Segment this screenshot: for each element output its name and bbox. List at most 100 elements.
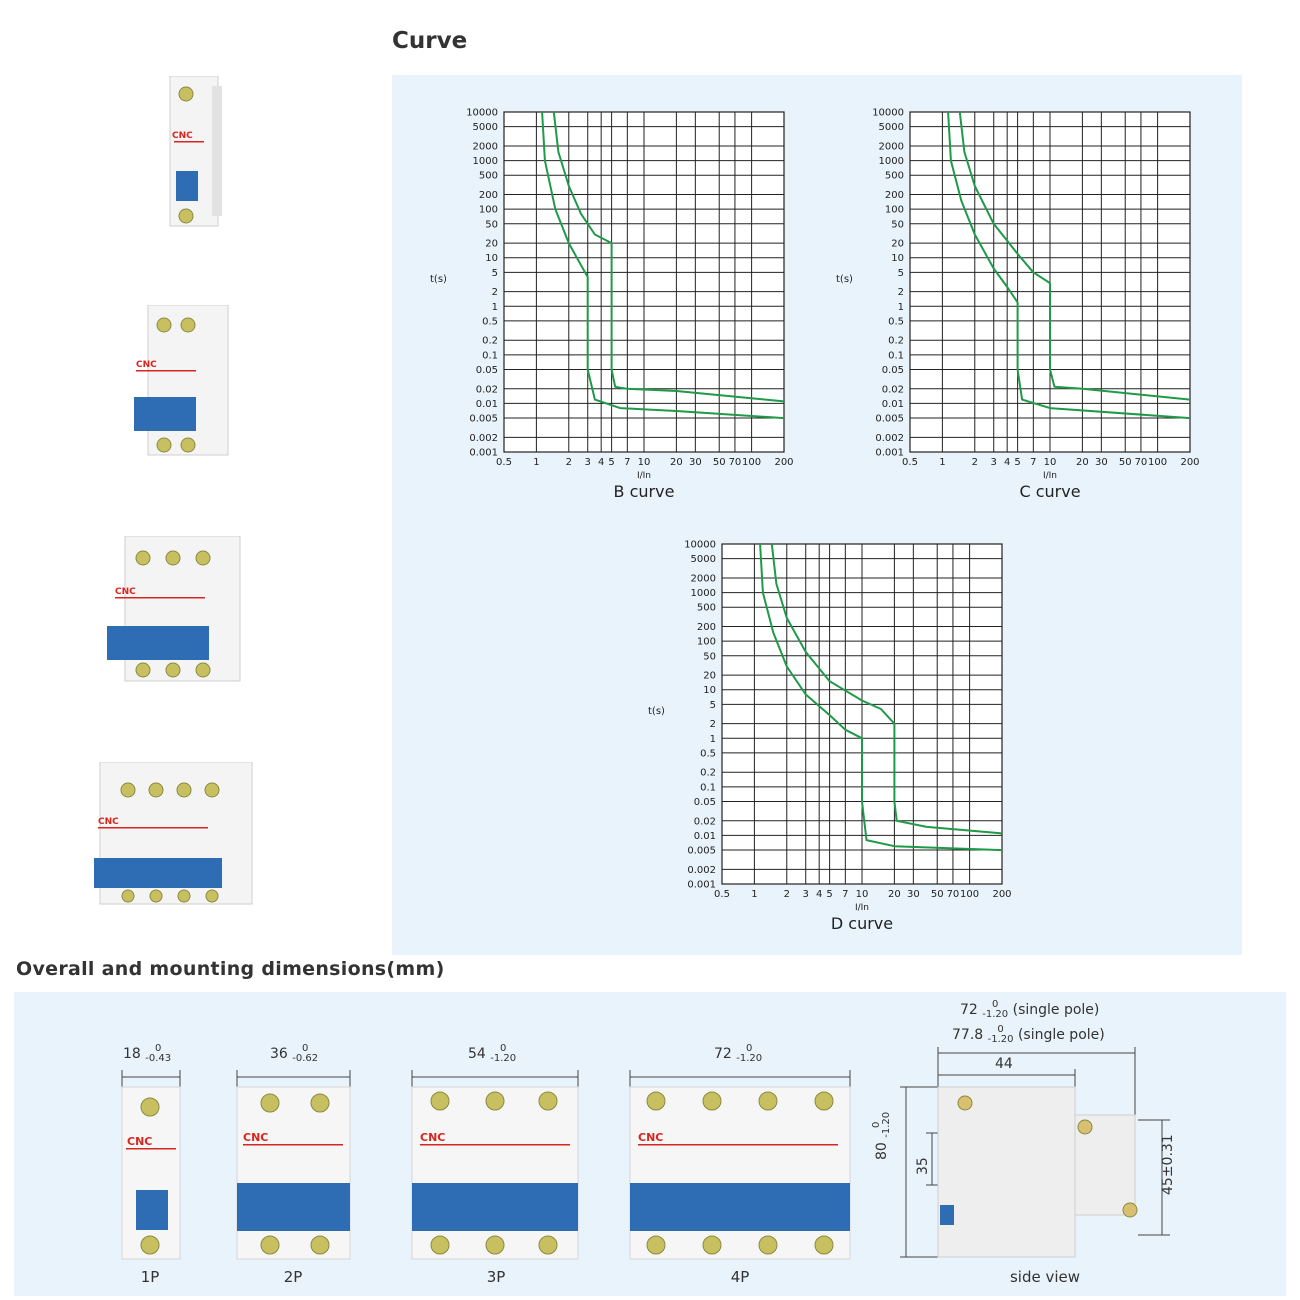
x-tick-label: 10 <box>1044 457 1057 468</box>
breaker-2p-brand: CNC <box>136 360 157 370</box>
x-tick-label: 100 <box>742 457 761 468</box>
y-tick-label: 0.02 <box>476 384 498 395</box>
x-tick-label: 20 <box>1076 457 1089 468</box>
y-tick-label: 0.01 <box>476 399 498 410</box>
x-tick-label: 0.5 <box>902 457 918 468</box>
x-tick-label: 30 <box>1095 457 1108 468</box>
side-height-value: 80 <box>874 1142 890 1160</box>
width-upper: 0 <box>302 1043 309 1054</box>
width-label-3p: 54 0 -1.20 <box>468 1044 516 1064</box>
y-tick-label: 2000 <box>691 573 716 584</box>
y-tick-label: 1 <box>898 302 904 313</box>
width-upper: 0 <box>746 1043 753 1054</box>
pole-label-3p: 3P <box>486 1268 506 1286</box>
pole-label-1p: 1P <box>140 1268 160 1286</box>
pole-label-2p: 2P <box>283 1268 303 1286</box>
y-tick-label: 2000 <box>879 141 904 152</box>
y-tick-label: 0.001 <box>469 448 498 459</box>
y-tick-label: 0.2 <box>482 336 498 347</box>
side-line2-value: 77.8 <box>952 1027 984 1043</box>
y-tick-label: 5 <box>898 268 904 279</box>
x-tick-label: 5 <box>1014 457 1020 468</box>
y-tick-label: 5 <box>710 700 716 711</box>
x-tick-label: 4 <box>598 457 604 468</box>
y-tick-label: 10000 <box>684 540 716 551</box>
y-tick-label: 10 <box>891 253 904 264</box>
grid <box>909 111 1191 453</box>
y-tick-label: 10000 <box>466 108 498 119</box>
y-tick-label: 0.02 <box>694 816 716 827</box>
y-tick-label: 10 <box>485 253 498 264</box>
y-tick-label: 5000 <box>691 554 716 565</box>
width-lower: -0.62 <box>292 1053 319 1064</box>
y-tick-label: 50 <box>703 651 716 662</box>
chart-title: C curve <box>1019 482 1080 501</box>
side-line2-lower: -1.20 <box>987 1034 1014 1045</box>
breaker-2p-image: CNC <box>134 305 229 456</box>
x-tick-label: 2 <box>566 457 572 468</box>
x-tick-label: 3 <box>991 457 997 468</box>
breaker-3p-image: CNC <box>107 536 241 682</box>
side-height-lower: -1.20 <box>881 1111 892 1138</box>
x-tick-label: 3 <box>803 889 809 900</box>
breaker-1p-brand: CNC <box>172 131 193 141</box>
side-line1-upper: 0 <box>992 999 999 1010</box>
y-tick-label: 5 <box>492 268 498 279</box>
y-tick-label: 0.05 <box>694 797 716 808</box>
x-axis-label: I/In <box>637 471 651 481</box>
y-tick-label: 100 <box>885 205 904 216</box>
x-tick-label: 200 <box>1180 457 1199 468</box>
y-tick-label: 0.2 <box>700 768 716 779</box>
y-tick-label: 20 <box>891 239 904 250</box>
side-inner-35: 35 <box>915 1157 931 1175</box>
x-tick-label: 1 <box>533 457 539 468</box>
y-tick-label: 5000 <box>879 122 904 133</box>
y-tick-label: 20 <box>485 239 498 250</box>
side-width-single-pole-1: 72 0 -1.20 (single pole) <box>960 1000 1099 1020</box>
y-tick-label: 100 <box>697 637 716 648</box>
x-tick-label: 0.5 <box>714 889 730 900</box>
y-tick-label: 1000 <box>473 156 498 167</box>
curve-heading: Curve <box>392 28 468 54</box>
dim-4p-brand: CNC <box>638 1131 663 1144</box>
x-tick-label: 50 <box>1119 457 1132 468</box>
y-tick-label: 0.2 <box>888 336 904 347</box>
x-tick-label: 70 <box>1135 457 1148 468</box>
y-tick-label: 10000 <box>872 108 904 119</box>
x-tick-label: 10 <box>856 889 869 900</box>
width-lower: -1.20 <box>736 1053 763 1064</box>
series-line-0 <box>947 111 1191 420</box>
y-tick-label: 1000 <box>691 588 716 599</box>
width-label-2p: 36 0 -0.62 <box>270 1044 318 1064</box>
breaker-4p-image: CNC <box>94 762 253 905</box>
side-line1-note: (single pole) <box>1012 1002 1100 1018</box>
x-tick-label: 2 <box>972 457 978 468</box>
y-tick-label: 0.002 <box>875 433 904 444</box>
y-tick-label: 50 <box>485 219 498 230</box>
side-view-caption: side view <box>1009 1268 1081 1286</box>
width-label-4p: 72 0 -1.20 <box>714 1044 762 1064</box>
side-top-44: 44 <box>995 1056 1013 1072</box>
width-value: 18 <box>123 1046 141 1062</box>
series-line-1 <box>958 111 1191 401</box>
y-tick-label: 0.005 <box>875 414 904 425</box>
width-lower: -1.20 <box>490 1053 517 1064</box>
width-value: 36 <box>270 1046 288 1062</box>
y-tick-label: 0.5 <box>482 316 498 327</box>
y-axis-label: t(s) <box>648 706 665 717</box>
y-tick-label: 2000 <box>473 141 498 152</box>
y-tick-label: 0.002 <box>687 865 716 876</box>
y-tick-label: 500 <box>885 171 904 182</box>
x-tick-label: 5 <box>826 889 832 900</box>
x-tick-label: 2 <box>784 889 790 900</box>
y-tick-label: 0.1 <box>888 350 904 361</box>
x-tick-label: 1 <box>939 457 945 468</box>
x-tick-label: 100 <box>960 889 979 900</box>
x-tick-label: 3 <box>585 457 591 468</box>
side-line1-lower: -1.20 <box>982 1009 1009 1020</box>
x-tick-label: 30 <box>689 457 702 468</box>
chart-title: D curve <box>831 914 893 933</box>
y-tick-label: 2 <box>492 287 498 298</box>
width-value: 72 <box>714 1046 732 1062</box>
